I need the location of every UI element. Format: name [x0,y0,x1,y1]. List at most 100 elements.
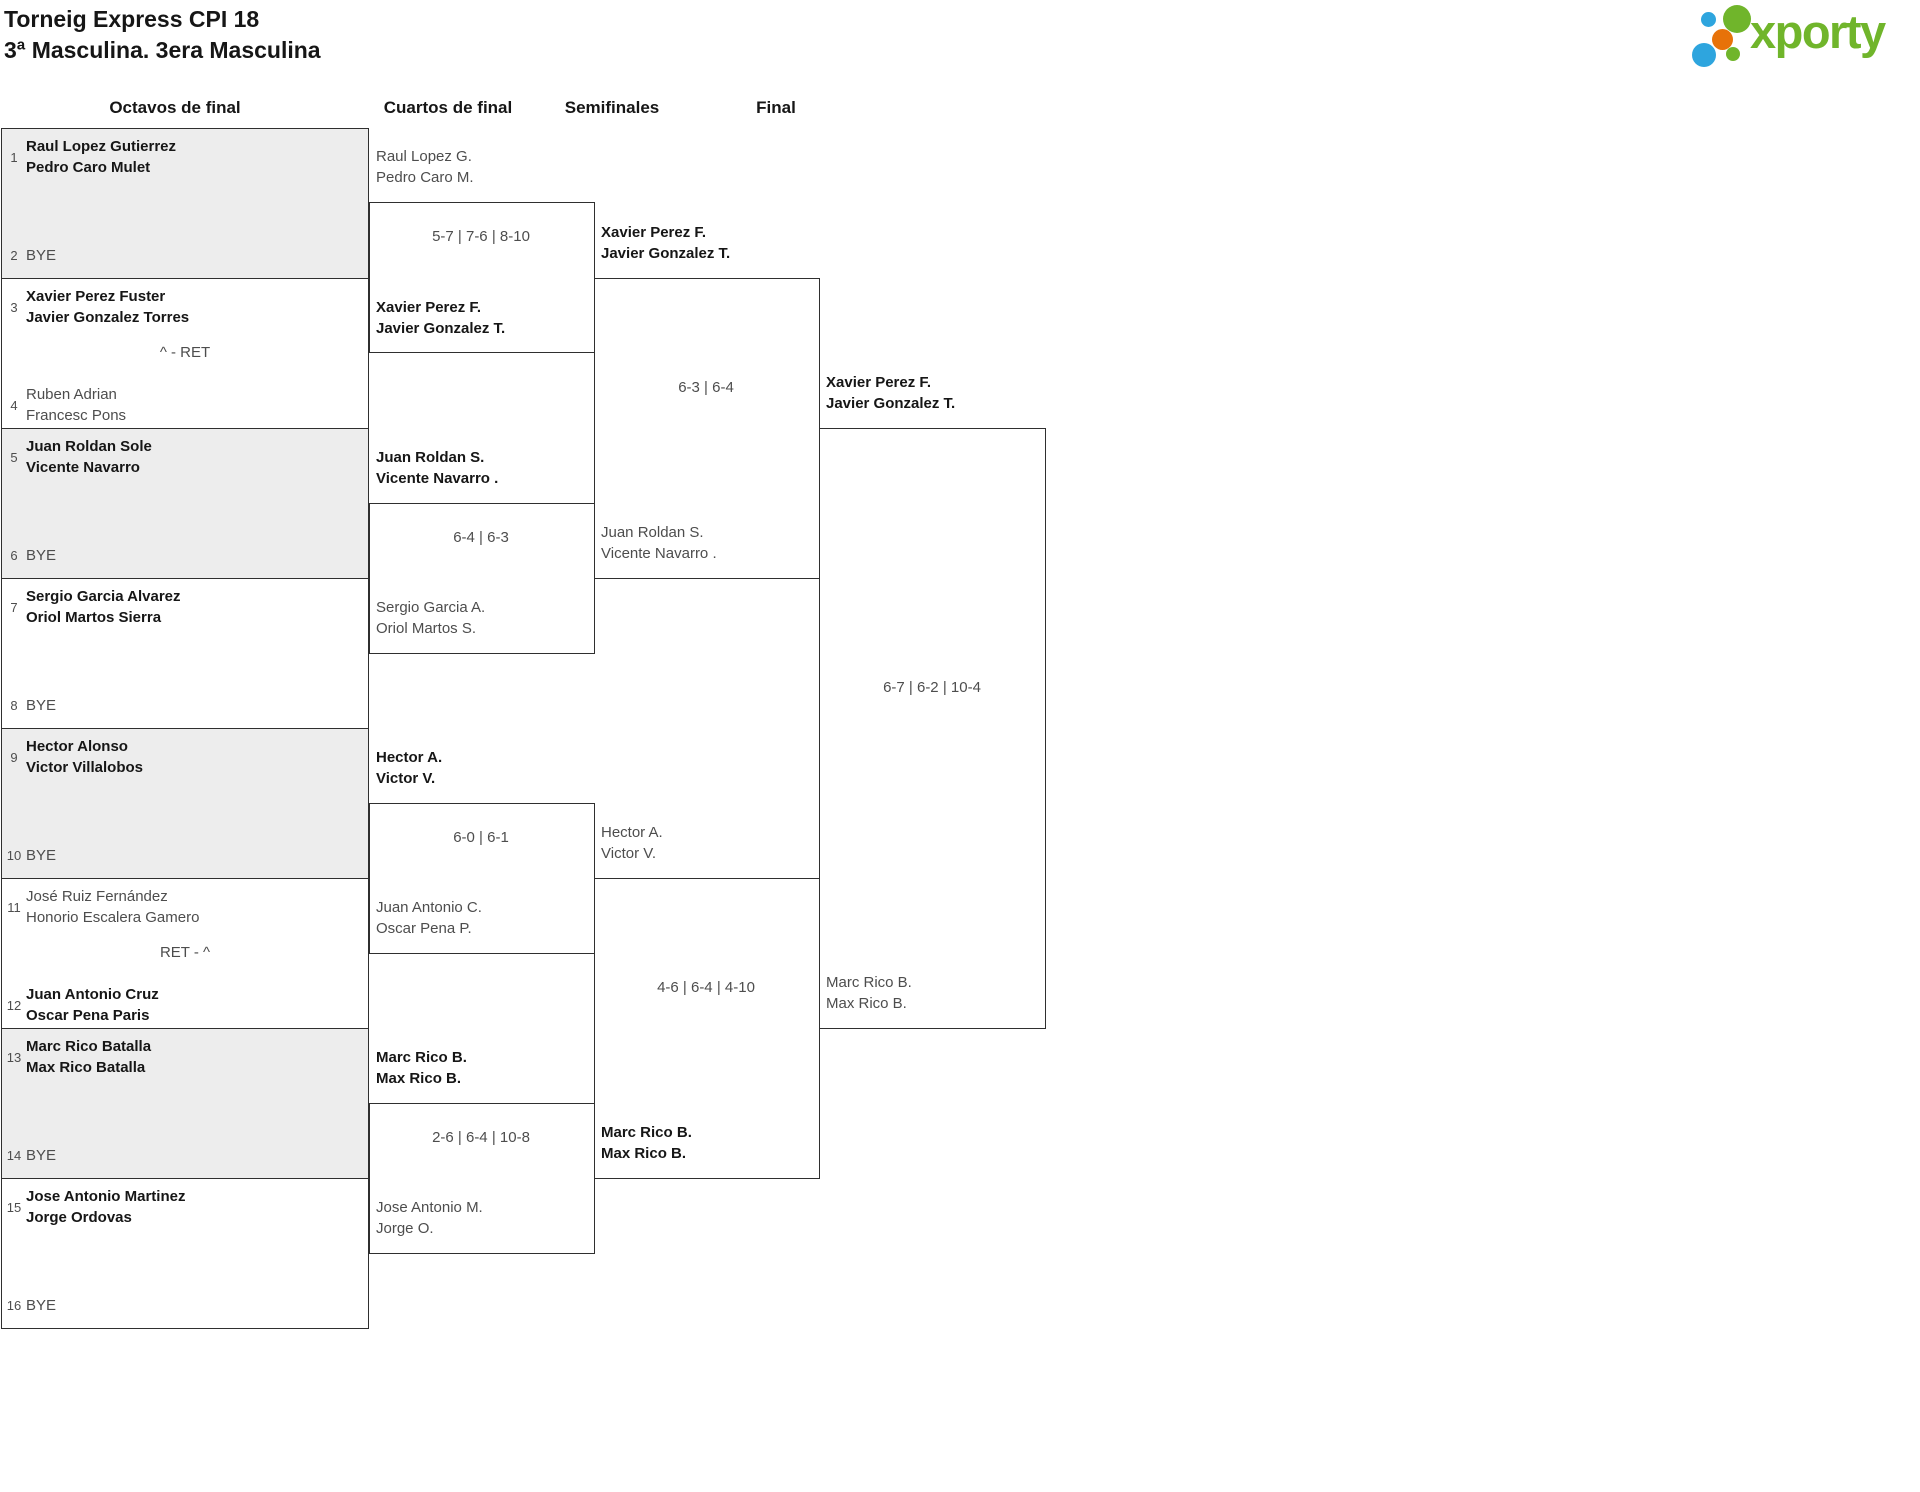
qf2-top-team: Juan Roldan S. Vicente Navarro . [376,447,498,489]
team-player-1: Xavier Perez F. [826,374,932,391]
logo-dot-blue-large-icon [1692,43,1716,67]
r16-m6-bottom-team: 12 Juan Antonio Cruz Oscar Pena Paris [5,984,159,1026]
qf2-score: 6-4 | 6-3 [453,529,509,546]
team-player-2: Max Rico B. [601,1145,687,1162]
team-player-1: Marc Rico B. [601,1124,692,1141]
team-player-2: Vicente Navarro [26,459,140,476]
round-header-cuartos: Cuartos de final [383,98,513,117]
team-player-2: Javier Gonzalez T. [826,395,956,412]
sf1-bottom-team: Juan Roldan S. Vicente Navarro . [601,522,717,564]
category-subtitle: 3ª Masculina. 3era Masculina [4,37,321,63]
team-player-2: Oriol Martos S. [376,620,477,637]
r16-m3-bottom-team: 6 BYE [5,534,56,576]
team-player-1: Xavier Perez F. [601,224,707,241]
team-player-1: Juan Antonio Cruz [26,986,159,1003]
logo-dot-orange-icon [1712,29,1733,50]
team-player-2: Victor Villalobos [26,759,143,776]
team-player-2: Max Rico B. [376,1070,462,1087]
tournament-title: Torneig Express CPI 18 [4,6,260,32]
match-box-r16-5 [1,728,369,879]
r16-m6-score: RET - ^ [159,944,211,961]
team-player-2: Javier Gonzalez T. [376,320,506,337]
seed-number: 4 [10,397,18,413]
team-player-1: Hector A. [376,749,443,766]
logo-dot-green-large-icon [1723,5,1751,33]
team-player-1: Raul Lopez Gutierrez [26,138,177,155]
round-header-final: Final [756,98,796,117]
page-header: Torneig Express CPI 18 3ª Masculina. 3er… [4,4,321,66]
team-player-2: Javier Gonzalez T. [601,245,731,262]
bye-label: BYE [26,696,57,714]
team-player-1: Juan Roldan S. [376,449,485,466]
team-player-2: Vicente Navarro . [376,470,499,487]
seed-number: 5 [10,449,18,465]
team-player-2: Francesc Pons [26,407,127,424]
qf3-bottom-team: Juan Antonio C. Oscar Pena P. [376,897,482,939]
sf2-top-team: Hector A. Victor V. [601,822,663,864]
qf3-score: 6-0 | 6-1 [453,829,509,846]
seed-number: 14 [6,1147,22,1163]
qf4-bottom-team: Jose Antonio M. Jorge O. [376,1197,483,1239]
seed-number: 7 [10,599,18,615]
team-player-1: Sergio Garcia Alvarez [26,588,181,605]
logo-dot-green-small-icon [1726,47,1740,61]
match-box-r16-3 [1,428,369,579]
team-player-1: José Ruiz Fernández [26,888,168,905]
bye-label: BYE [26,846,57,864]
team-player-2: Vicente Navarro . [601,545,717,562]
team-player-1: Juan Antonio C. [376,899,482,916]
seed-number: 10 [6,847,22,863]
team-player-1: Juan Roldan Sole [26,438,152,455]
r16-m8-top-team: 15 Jose Antonio Martinez Jorge Ordovas [5,1186,186,1228]
r16-m4-bottom-team: 8 BYE [5,684,56,726]
team-player-2: Javier Gonzalez Torres [26,309,190,326]
qf2-bottom-team: Sergio Garcia A. Oriol Martos S. [376,597,485,639]
seed-number: 6 [10,547,18,563]
team-player-1: Jose Antonio M. [376,1199,483,1216]
sf2-bottom-team: Marc Rico B. Max Rico B. [601,1122,692,1164]
team-player-1: Ruben Adrian [26,386,117,403]
bye-label: BYE [26,1296,57,1314]
match-box-r16-7 [1,1028,369,1179]
team-player-1: Hector A. [601,824,663,841]
team-player-2: Max Rico B. [826,995,907,1012]
seed-number: 16 [6,1297,22,1313]
team-player-1: Hector Alonso [26,738,128,755]
seed-number: 8 [10,697,18,713]
r16-m7-top-team: 13 Marc Rico Batalla Max Rico Batalla [5,1036,151,1078]
match-box-final [819,428,1046,1029]
qf1-bottom-team: Xavier Perez F. Javier Gonzalez T. [376,297,505,339]
team-player-2: Max Rico Batalla [26,1059,146,1076]
final-score: 6-7 | 6-2 | 10-4 [883,679,981,696]
r16-m7-bottom-team: 14 BYE [5,1134,56,1176]
bye-label: BYE [26,546,57,564]
team-player-2: Pedro Caro M. [376,169,474,186]
seed-number: 13 [6,1049,22,1065]
match-box-qf-1 [369,202,595,353]
team-player-1: Marc Rico Batalla [26,1038,152,1055]
team-player-1: Marc Rico B. [826,974,912,991]
r16-m2-score: ^ - RET [159,344,211,361]
team-player-1: Juan Roldan S. [601,524,704,541]
team-player-1: Xavier Perez Fuster [26,288,166,305]
r16-m8-bottom-team: 16 BYE [5,1284,56,1326]
qf4-top-team: Marc Rico B. Max Rico B. [376,1047,467,1089]
r16-m1-bottom-team: 2 BYE [5,234,56,276]
seed-number: 9 [10,749,18,765]
r16-m3-top-team: 5 Juan Roldan Sole Vicente Navarro [5,436,152,478]
match-box-r16-8 [1,1178,369,1329]
r16-m5-bottom-team: 10 BYE [5,834,56,876]
round-header-semifinales: Semifinales [564,98,660,117]
qf1-score: 5-7 | 7-6 | 8-10 [432,228,530,245]
team-player-2: Oscar Pena P. [376,920,472,937]
r16-m6-top-team: 11 José Ruiz Fernández Honorio Escalera … [5,886,199,928]
team-player-1: Sergio Garcia A. [376,599,486,616]
r16-m1-top-team: 1 Raul Lopez Gutierrez Pedro Caro Mulet [5,136,176,178]
bye-label: BYE [26,1146,57,1164]
team-player-1: Marc Rico B. [376,1049,467,1066]
round-header-octavos: Octavos de final [109,98,241,117]
seed-number: 15 [6,1199,22,1215]
seed-number: 12 [6,997,22,1013]
sf1-score: 6-3 | 6-4 [678,379,734,396]
